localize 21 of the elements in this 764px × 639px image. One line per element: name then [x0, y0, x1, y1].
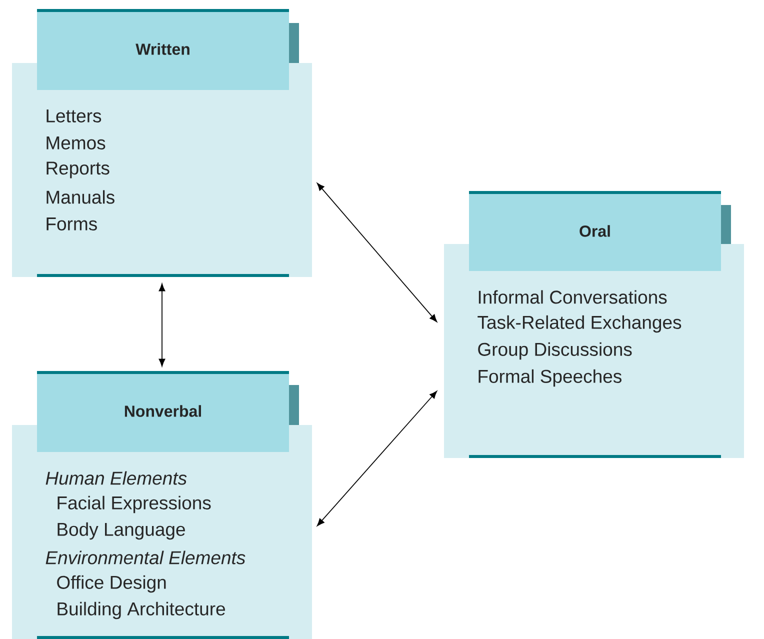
list-item: Letters	[46, 110, 102, 122]
list-item: Environmental Elements	[46, 550, 246, 564]
double-arrow	[316, 390, 438, 526]
card-heading: Oral	[580, 225, 610, 237]
double-arrow	[316, 182, 438, 322]
list-item: Group Discussions	[478, 342, 632, 360]
list-item: Formal Speeches	[478, 369, 622, 387]
double-arrow	[158, 284, 166, 366]
list-item: Reports	[46, 162, 110, 178]
list-item: Body Language	[58, 522, 185, 540]
list-item: Informal Conversations	[478, 290, 667, 304]
list-item: Memos	[46, 136, 106, 150]
list-item: Office Design	[57, 575, 166, 593]
list-item: Facial Expressions	[58, 496, 211, 514]
card-heading: Written	[136, 43, 190, 55]
list-item: Forms	[46, 218, 97, 230]
list-item: Building Architecture	[58, 602, 226, 620]
list-item: Human Elements	[46, 471, 187, 485]
card-heading: Nonverbal	[124, 405, 201, 417]
list-item: Task-Related Exchanges	[478, 315, 682, 333]
list-item: Manuals	[46, 190, 114, 204]
